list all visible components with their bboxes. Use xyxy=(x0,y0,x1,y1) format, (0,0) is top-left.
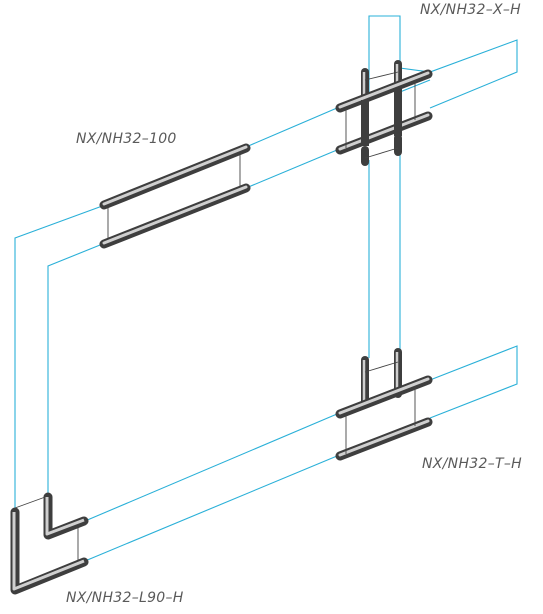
tee-fitting-assembly xyxy=(335,348,433,461)
cable-tee-lower xyxy=(84,455,338,562)
cable-tee-loop xyxy=(429,345,518,419)
cable-lines xyxy=(14,15,518,562)
cable-outer-top xyxy=(245,15,518,148)
cable-cross-mid xyxy=(245,149,338,189)
cable-straight-lower xyxy=(47,187,247,495)
straight-pipe-lower-highlight xyxy=(102,185,248,245)
straight-pipe-assembly xyxy=(99,143,251,249)
label-cross-fitting: NX/NH32–X–H xyxy=(420,2,522,18)
cable-tee-upper xyxy=(84,413,338,522)
cross-fitting-assembly xyxy=(335,60,433,166)
elbow-fitting-assembly xyxy=(10,492,89,595)
label-tee-fitting: NX/NH32–T–H xyxy=(422,456,522,472)
straight-pipe-upper-highlight xyxy=(102,145,248,206)
label-straight-pipe: NX/NH32–100 xyxy=(76,131,177,147)
label-elbow-fitting: NX/NH32–L90–H xyxy=(66,590,184,606)
